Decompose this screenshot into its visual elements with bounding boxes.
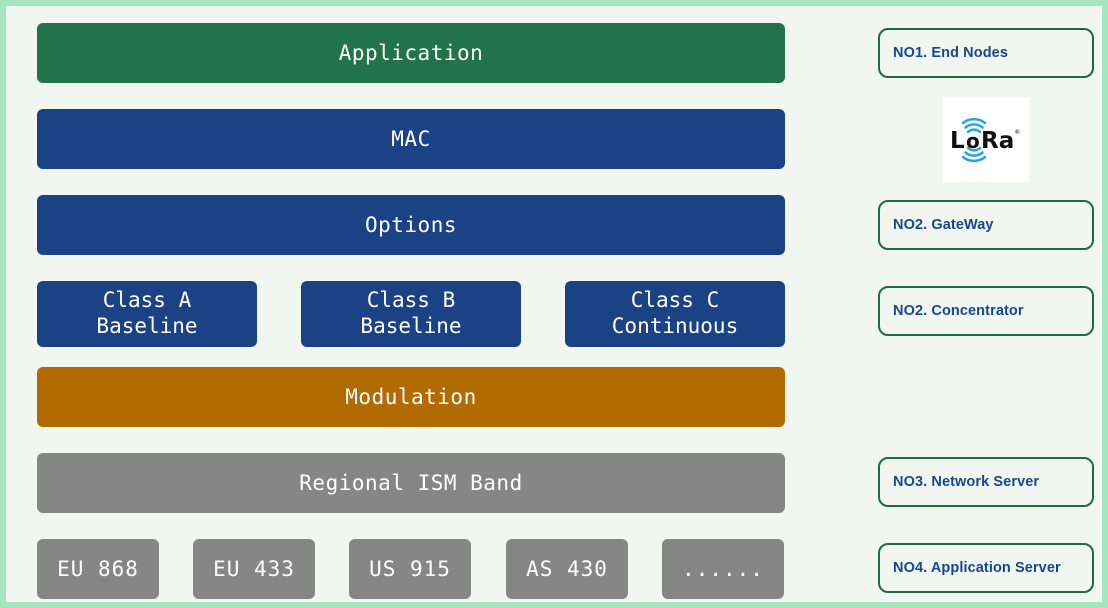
ism-band-eu-868[interactable]: EU 868 [34,536,162,602]
role-application-server[interactable]: NO4. Application Server [878,543,1094,593]
ism-band-us-915[interactable]: US 915 [346,536,474,602]
role-gateway[interactable]: NO2. GateWay [878,200,1094,250]
stack-layer-modulation[interactable]: Modulation [34,364,788,430]
svg-text:®: ® [1014,128,1021,136]
ism-band-eu-433[interactable]: EU 433 [190,536,318,602]
ism-band-more[interactable]: ...... [659,536,787,602]
lora-logo-icon: L o Ra ® [950,117,1021,162]
lora-logo: L o Ra ® [943,97,1029,182]
stack-layer-application[interactable]: Application [34,20,788,86]
device-class-row: Class A Baseline Class B Baseline Class … [34,278,788,350]
network-roles-column: NO1. End Nodes [878,14,1094,594]
device-class-c-line1: Class C [630,288,720,313]
device-class-c[interactable]: Class C Continuous [562,278,788,350]
role-network-server-label: NO3. Network Server [893,474,1040,490]
svg-text:o: o [966,129,980,153]
device-class-b[interactable]: Class B Baseline [298,278,524,350]
role-concentrator-label: NO2. Concentrator [893,303,1024,319]
stack-layer-regional-ism-band[interactable]: Regional ISM Band [34,450,788,516]
device-class-a-line1: Class A [102,288,192,313]
role-application-server-label: NO4. Application Server [893,560,1061,576]
device-class-b-line2: Baseline [360,314,462,338]
device-class-a-line2: Baseline [96,314,198,338]
stack-layer-mac[interactable]: MAC [34,106,788,172]
role-concentrator[interactable]: NO2. Concentrator [878,286,1094,336]
stack-layer-options[interactable]: Options [34,192,788,258]
svg-text:Ra: Ra [981,128,1014,154]
svg-text:L: L [950,128,965,154]
role-end-nodes-label: NO1. End Nodes [893,45,1008,61]
device-class-b-line1: Class B [366,288,456,313]
protocol-stack: Application MAC Options Class A Baseline… [34,14,794,602]
diagram-inner-panel: Application MAC Options Class A Baseline… [6,6,1102,602]
role-gateway-label: NO2. GateWay [893,217,994,233]
ism-band-as-430[interactable]: AS 430 [503,536,631,602]
device-class-c-line2: Continuous [611,314,739,338]
role-network-server[interactable]: NO3. Network Server [878,457,1094,507]
role-end-nodes[interactable]: NO1. End Nodes [878,28,1094,78]
device-class-a[interactable]: Class A Baseline [34,278,260,350]
ism-band-row: EU 868 EU 433 US 915 AS 430 ...... [34,536,788,602]
